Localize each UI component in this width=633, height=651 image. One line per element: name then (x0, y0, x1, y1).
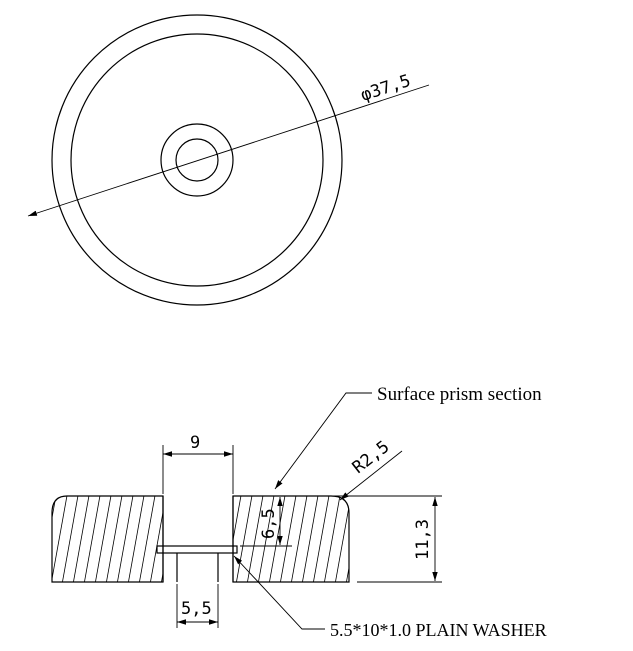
hatch-line (169, 490, 187, 590)
hatch-line (278, 496, 298, 582)
top-view: φ37,5 (27, 14, 430, 306)
washer (156, 545, 238, 554)
hatch-line (93, 496, 113, 582)
hatch-line (356, 490, 374, 590)
counterbore-width-label: 9 (190, 433, 200, 453)
hatch-line (389, 490, 407, 590)
radius-leader (339, 450, 403, 501)
counterbore-depth-label: 6,5 (259, 508, 279, 539)
hatch-line (191, 490, 209, 590)
hatch-line (213, 490, 231, 590)
hatch-line (104, 496, 124, 582)
hatch-line (233, 496, 243, 582)
surface-label: Surface prism section (377, 384, 542, 405)
right-block-outline (232, 495, 350, 583)
hatch-line (28, 490, 46, 590)
hatch-line (52, 496, 69, 582)
inner-circle (70, 33, 324, 287)
hatch-line (182, 490, 200, 590)
hatch-line (378, 490, 396, 590)
hatch-line (333, 496, 349, 582)
hatch-line (158, 490, 176, 590)
hatch-line (367, 490, 385, 590)
hatch-line (344, 496, 349, 582)
diameter-label: φ37,5 (358, 71, 413, 106)
hatch-line (148, 496, 163, 582)
section-hatch-right (158, 490, 473, 590)
hatch-line (193, 490, 211, 590)
radius-label: R2,5 (349, 437, 394, 478)
counterbore-circle (160, 123, 234, 197)
hatch-line (234, 496, 254, 582)
hatch-line (245, 496, 265, 582)
hatch-line (444, 490, 462, 590)
hatch-line (126, 496, 146, 582)
hatch-line (322, 496, 342, 582)
washer-label: 5.5*10*1.0 PLAIN WASHER (330, 620, 547, 640)
hole-circle (175, 138, 219, 182)
hatch-line (0, 490, 13, 590)
hatch-line (202, 490, 220, 590)
hatch-line (204, 490, 222, 590)
hatch-line (180, 490, 198, 590)
hatch-line (455, 490, 473, 590)
height-label: 11,3 (413, 519, 433, 560)
hatch-line (137, 496, 157, 582)
hatch-line (0, 490, 2, 590)
section-hatch-left (0, 490, 244, 590)
hatch-line (82, 496, 102, 582)
hatch-line (433, 490, 451, 590)
hatch-line (267, 496, 287, 582)
washer-leader (233, 555, 325, 630)
hatch-line (289, 496, 309, 582)
hatch-line (71, 496, 91, 582)
outer-circle (51, 14, 343, 306)
surface-leader (274, 392, 372, 490)
hatch-line (6, 490, 24, 590)
hatch-line (256, 496, 276, 582)
diameter-dimension-line (27, 84, 430, 217)
left-block-outline (51, 495, 164, 583)
hatch-line (300, 496, 320, 582)
hatch-line (52, 496, 58, 582)
hatch-line (311, 496, 331, 582)
section-view: 9 6,5 11,3 5,5 Surface prism section R2,… (0, 384, 547, 640)
hatch-line (226, 490, 244, 590)
hatch-line (60, 496, 80, 582)
hatch-line (17, 490, 35, 590)
hatch-line (115, 496, 135, 582)
hatch-line (171, 490, 189, 590)
hole-width-label: 5,5 (181, 599, 212, 619)
